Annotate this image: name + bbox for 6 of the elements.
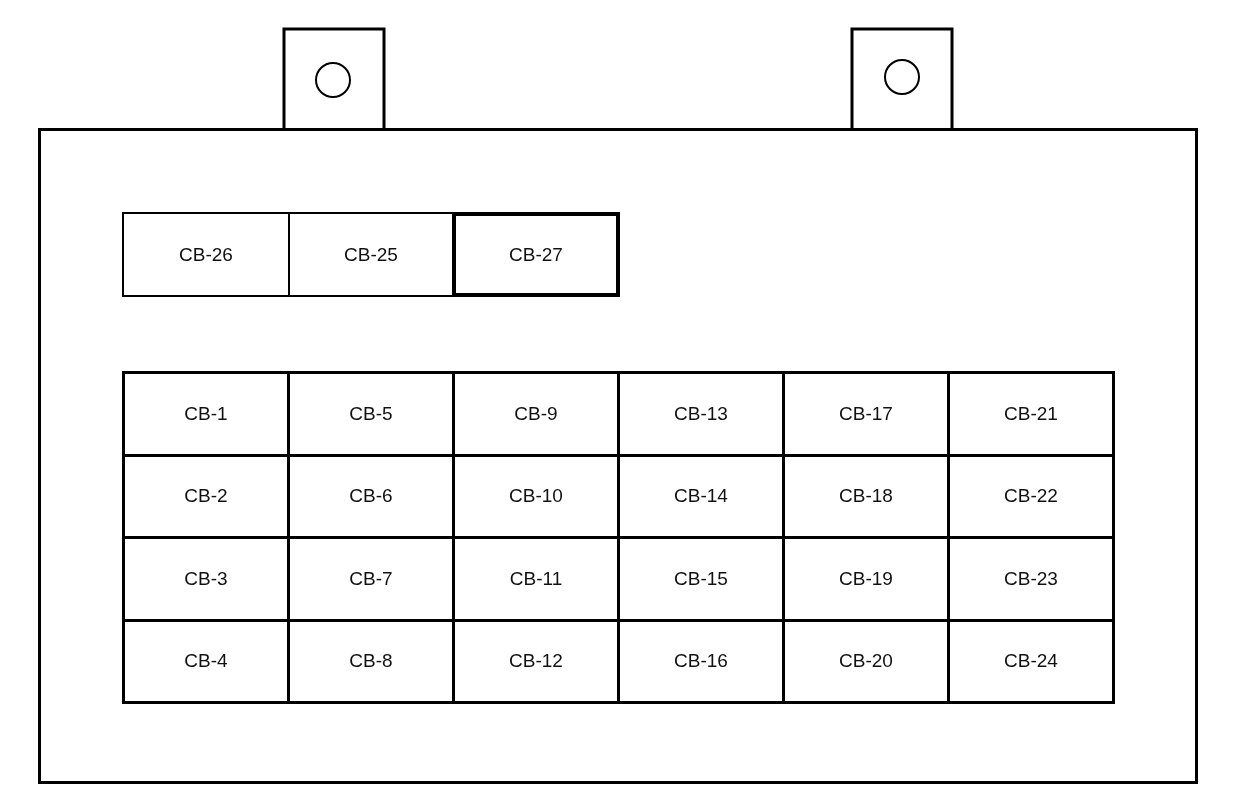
circuit-breaker-slot: CB-26 — [122, 212, 290, 297]
circuit-breaker-slot: CB-1 — [122, 371, 290, 457]
circuit-breaker-slot: CB-21 — [947, 371, 1115, 457]
panel-box — [38, 128, 1198, 784]
circuit-breaker-slot: CB-27 — [452, 212, 620, 297]
circuit-breaker-slot: CB-25 — [288, 212, 454, 297]
